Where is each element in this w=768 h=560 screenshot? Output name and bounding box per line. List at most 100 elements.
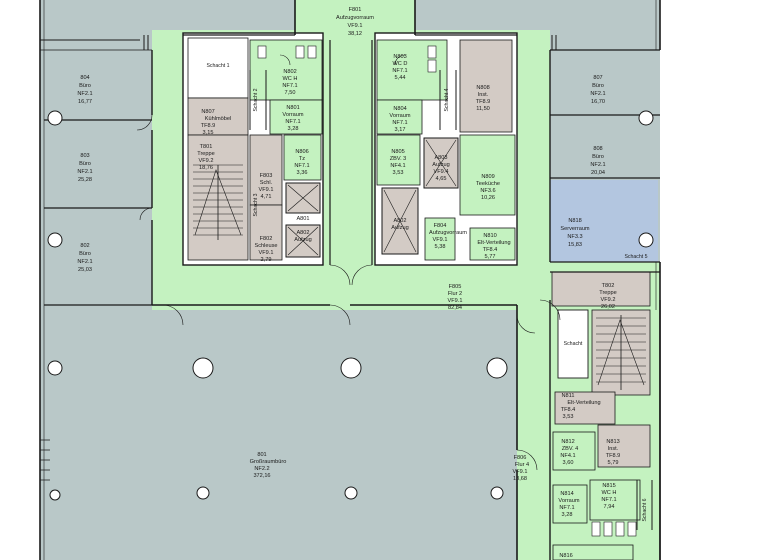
svg-text:N812: N812 <box>561 439 574 445</box>
svg-text:T801: T801 <box>200 144 213 150</box>
label-schacht-4: Schacht 4 <box>444 88 450 111</box>
room-label-n805: N805 ZBV. 3 NF4.1 3,53 <box>390 149 407 176</box>
label-schacht-3: Schacht 3 <box>253 193 259 216</box>
svg-text:16,70: 16,70 <box>591 99 605 105</box>
svg-text:Aufzug: Aufzug <box>294 237 311 243</box>
svg-text:NF2.2: NF2.2 <box>254 466 269 472</box>
svg-text:Aufzug: Aufzug <box>391 225 408 231</box>
door-swings <box>136 54 561 471</box>
room-label-t801: T801 Treppe VF9.2 18,76 <box>197 144 215 171</box>
room-f804 <box>424 217 456 261</box>
room-label-801: 801 Großraumbüro NF2.2 372,16 <box>250 452 287 479</box>
svg-text:TF8.4: TF8.4 <box>561 407 576 413</box>
room-label-a802-left: A802 Aufzug <box>294 230 311 243</box>
room-n812 <box>552 431 596 471</box>
svg-text:NF7.1: NF7.1 <box>392 68 407 74</box>
svg-text:3,28: 3,28 <box>288 126 299 132</box>
room-label-t802: T802 Treppe VF9.2 26,02 <box>599 283 617 310</box>
schacht-1-room <box>187 37 249 99</box>
svg-text:N805: N805 <box>391 149 404 155</box>
svg-text:Büro: Büro <box>79 251 91 257</box>
svg-text:TF8.4: TF8.4 <box>483 247 498 253</box>
svg-text:NF2.1: NF2.1 <box>590 162 605 168</box>
svg-text:WC H: WC H <box>283 76 298 82</box>
svg-text:Schleuse: Schleuse <box>254 243 277 249</box>
svg-text:N802: N802 <box>283 69 296 75</box>
svg-text:3,53: 3,53 <box>563 414 574 420</box>
svg-text:5,77: 5,77 <box>485 254 496 260</box>
svg-text:803: 803 <box>80 153 89 159</box>
room-label-n810: N810 Elt-Verteilung TF8.4 5,77 <box>477 233 510 260</box>
room-label-n814: N814 Vorraum NF7.1 3,28 <box>558 491 579 518</box>
svg-text:VF9.1: VF9.1 <box>259 187 274 193</box>
room-n815 <box>589 479 641 521</box>
stair-t802 <box>551 271 651 307</box>
svg-text:N815: N815 <box>602 483 615 489</box>
svg-text:VF9.1: VF9.1 <box>433 237 448 243</box>
office-zone-top-left <box>40 0 295 35</box>
svg-text:A803: A803 <box>434 155 447 161</box>
svg-text:TF8.9: TF8.9 <box>606 453 621 459</box>
room-label-802: 802 Büro NF2.1 25,03 <box>77 243 92 273</box>
svg-text:NF2.1: NF2.1 <box>77 91 92 97</box>
svg-text:Büro: Büro <box>592 154 604 160</box>
office-zone-top-right <box>415 0 660 35</box>
room-n808 <box>459 39 513 133</box>
room-label-f802: F802 Schleuse VF9.1 2,79 <box>254 236 277 263</box>
svg-text:Vorraum: Vorraum <box>389 113 410 119</box>
svg-text:N804: N804 <box>393 106 406 112</box>
svg-text:N809: N809 <box>481 174 494 180</box>
svg-text:VF9.1: VF9.1 <box>513 469 528 475</box>
svg-text:Teeküche: Teeküche <box>476 181 500 187</box>
room-f802 <box>249 204 283 261</box>
svg-text:NF7.1: NF7.1 <box>285 119 300 125</box>
room-n804 <box>376 99 423 135</box>
room-n816 <box>552 544 634 560</box>
room-label-f801: F801 Aufzugvorraum VF9.1 38,12 <box>336 7 374 37</box>
elevator-a803-cross <box>425 139 457 187</box>
label-schacht-5: Schacht 5 <box>624 254 647 260</box>
svg-text:16,77: 16,77 <box>78 99 92 105</box>
label-schacht-6: Schacht 6 <box>642 498 648 521</box>
svg-text:F805: F805 <box>449 284 462 290</box>
room-label-n803: N803 WC D NF7.1 5,44 <box>392 54 407 81</box>
svg-text:5,79: 5,79 <box>608 460 619 466</box>
label-schacht-1: Schacht 1 <box>206 63 229 69</box>
svg-text:F804: F804 <box>434 223 447 229</box>
svg-text:3,15: 3,15 <box>203 130 214 136</box>
svg-text:TF8.9: TF8.9 <box>476 99 491 105</box>
svg-text:3,17: 3,17 <box>395 127 406 133</box>
svg-text:WC D: WC D <box>393 61 408 67</box>
svg-text:WC H: WC H <box>602 490 617 496</box>
svg-text:Flur 2: Flur 2 <box>448 291 462 297</box>
room-label-f805: F805 Flur 2 VF9.1 82,84 <box>448 284 463 311</box>
room-n805 <box>376 134 421 186</box>
label-f801-1: F801 <box>349 7 362 13</box>
svg-text:N803: N803 <box>393 54 406 60</box>
room-label-803: 803 Büro NF2.1 25,28 <box>77 153 92 183</box>
svg-text:N813: N813 <box>606 439 619 445</box>
svg-text:7,50: 7,50 <box>285 90 296 96</box>
svg-text:N810: N810 <box>483 233 496 239</box>
room-label-n811: N811 Elt-Verteilung TF8.4 3,53 <box>561 393 601 420</box>
elevator-a802-left-cross <box>287 226 319 256</box>
room-label-n812: N812 ZBV. 4 NF4.1 3,60 <box>560 439 578 466</box>
svg-text:807: 807 <box>593 75 602 81</box>
room-n811 <box>554 391 616 425</box>
label-f801-3: VF9.1 <box>348 23 363 29</box>
svg-text:NF2.1: NF2.1 <box>77 169 92 175</box>
label-n816: N816 <box>559 553 572 559</box>
svg-text:5,44: 5,44 <box>395 75 406 81</box>
open-plan-office-801 <box>40 305 517 560</box>
room-n807 <box>187 97 249 136</box>
svg-text:Treppe: Treppe <box>599 290 617 296</box>
svg-text:Büro: Büro <box>79 83 91 89</box>
room-n810 <box>469 227 516 261</box>
room-label-a803: A803 Aufzug VF9.4 4,65 <box>432 155 449 182</box>
corridor-flur4 <box>517 305 550 560</box>
svg-text:VF9.2: VF9.2 <box>199 158 214 164</box>
room-n803 <box>376 39 448 101</box>
svg-text:A802: A802 <box>393 218 406 224</box>
svg-text:3,53: 3,53 <box>393 170 404 176</box>
room-label-808: 808 Büro NF2.1 20,04 <box>590 146 605 176</box>
